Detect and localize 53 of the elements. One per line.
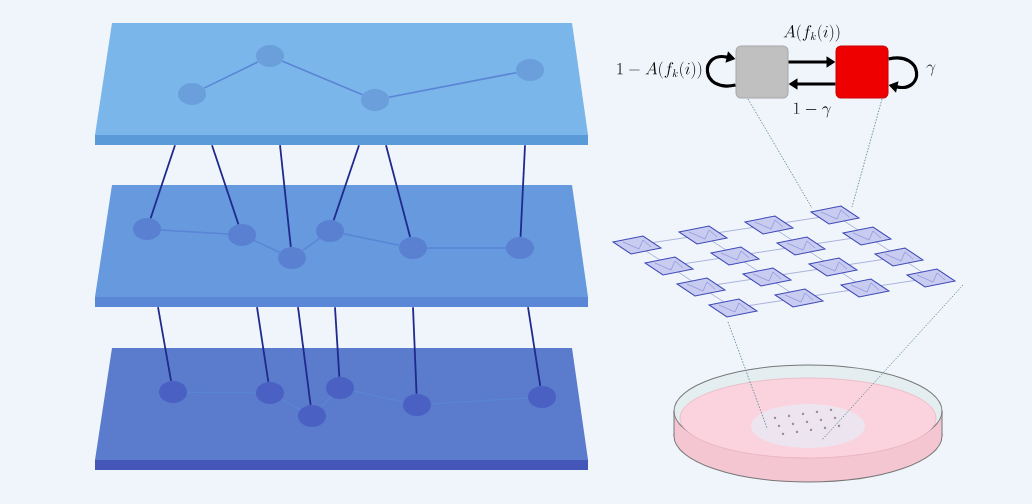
network-node	[159, 381, 187, 403]
zoom-line	[747, 98, 813, 209]
interlayer-link	[297, 306, 312, 406]
network-node	[326, 377, 354, 399]
network-link	[388, 71, 517, 99]
network-node	[516, 59, 544, 81]
network-link	[430, 397, 529, 405]
network-node	[361, 89, 389, 111]
network-node	[528, 386, 556, 408]
network-node	[316, 220, 344, 242]
network-link	[203, 61, 259, 89]
interlayer-link	[256, 306, 270, 383]
interlayer-link	[527, 306, 542, 387]
network-link	[320, 396, 332, 408]
cell-grid-drawing	[612, 205, 956, 318]
layer-plane	[95, 23, 588, 145]
network-link	[280, 398, 302, 411]
interlayer-link	[157, 306, 172, 382]
network-node	[256, 45, 284, 67]
interlayer-link	[385, 144, 412, 238]
edge-label: $1-A(f_k(i))$	[614, 60, 704, 80]
interlayer-link	[279, 144, 292, 248]
network-node	[278, 247, 306, 269]
interlayer-link	[332, 144, 360, 222]
edge-label: $\gamma$	[925, 63, 937, 77]
network-node	[178, 83, 206, 105]
state-square	[735, 45, 789, 99]
network-link	[301, 237, 321, 252]
interlayer-link	[149, 144, 176, 220]
network-node	[403, 394, 431, 416]
interlayer-link	[334, 306, 341, 378]
network-node	[228, 224, 256, 246]
network-node	[399, 237, 427, 259]
network-link	[352, 390, 405, 403]
network-link	[343, 233, 400, 246]
network-node	[256, 382, 284, 404]
self-loop-arrow	[705, 51, 736, 88]
state-square	[835, 45, 889, 99]
network-node	[298, 405, 326, 427]
network-node	[506, 237, 534, 259]
zoom-line	[851, 98, 883, 208]
zoom-line	[821, 284, 964, 441]
interlayer-link	[519, 144, 526, 238]
network-link	[253, 239, 281, 254]
interlayer-link	[211, 144, 240, 226]
network-link	[160, 229, 229, 235]
zoom-line	[727, 321, 768, 429]
network-node	[133, 218, 161, 240]
petri-dish-drawing	[673, 364, 943, 483]
self-loop-arrow	[888, 56, 919, 93]
network-link	[281, 60, 364, 96]
interlayer-link	[412, 306, 418, 395]
edge-label: $A(f_k(i))$	[782, 23, 842, 43]
